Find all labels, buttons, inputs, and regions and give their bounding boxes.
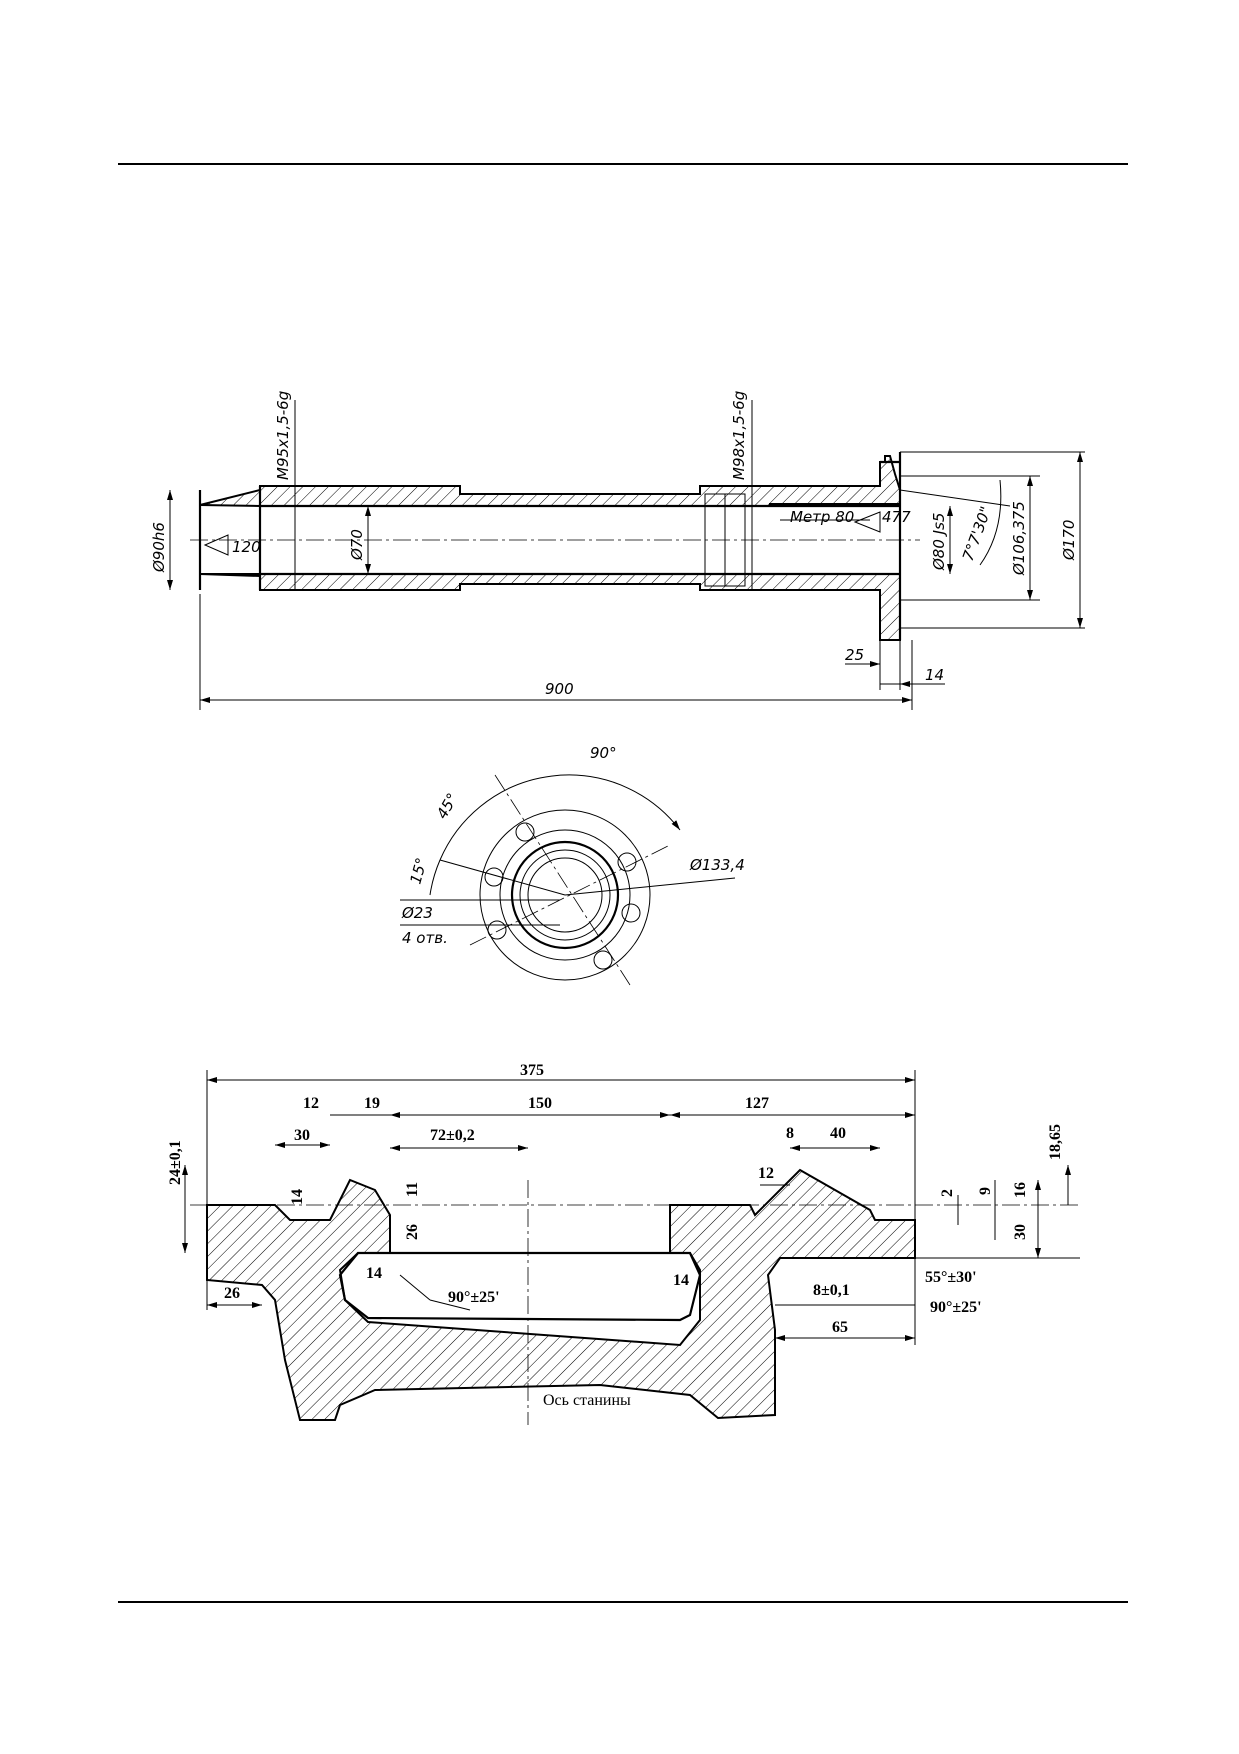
bed-section-drawing: 375 12 19 150 127 30 72±0,2 8 40 24±0,1 … [167, 1062, 1080, 1425]
dim-8b: 8±0,1 [813, 1282, 850, 1299]
top-rule [118, 163, 1128, 165]
spindle-upper-wall [199, 455, 901, 507]
dia-170-label: Ø170 [1060, 520, 1078, 561]
dim-72: 72±0,2 [430, 1127, 475, 1144]
thread-left-label: M95x1,5-6g [274, 391, 292, 480]
dim-12a: 12 [303, 1095, 319, 1112]
bed-section-body [206, 1168, 916, 1421]
bottom-rule [118, 1601, 1128, 1603]
dim-375: 375 [520, 1062, 544, 1079]
dim-30b: 30 [1012, 1224, 1029, 1240]
taper-right-label: Метр 80 [790, 508, 854, 526]
dia-80-label: Ø80 Js5 [930, 513, 948, 571]
spindle-lower-wall [199, 573, 901, 641]
angle-90a: 90°±25' [448, 1289, 500, 1306]
dim-14a: 14 [289, 1189, 306, 1205]
dim-14-label: 14 [925, 666, 944, 684]
taper-left-label: 120 [232, 538, 261, 556]
dim-8: 8 [786, 1125, 794, 1142]
dim-65: 65 [832, 1319, 848, 1336]
dim-9: 9 [977, 1187, 994, 1195]
angle-90b: 90°±25' [930, 1299, 982, 1316]
dim-26b: 26 [224, 1285, 240, 1302]
angle-15-label: 15° [406, 856, 430, 886]
dia-106-label: Ø106,375 [1010, 501, 1028, 576]
thread-right-label: M98x1,5-6g [730, 391, 748, 480]
dim-26a: 26 [404, 1224, 421, 1240]
taper-right-number: 477 [882, 508, 911, 526]
angle-90-label: 90° [590, 744, 617, 762]
spindle-section-drawing: M95x1,5-6g M98x1,5-6g Ø90h6 120 Ø70 Метр… [150, 391, 1085, 710]
angle-45-label: 45° [433, 790, 462, 822]
dim-12b: 12 [758, 1165, 774, 1182]
dia-bore-label: Ø70 [348, 529, 366, 561]
dia-23-label: Ø23 [401, 904, 433, 922]
angle-label: 7°7'30" [959, 504, 995, 563]
dim-19: 19 [364, 1095, 380, 1112]
holes-label: 4 отв. [402, 929, 448, 947]
dim-16: 16 [1012, 1182, 1029, 1198]
dia-133-label: Ø133,4 [689, 856, 745, 874]
dia-outer-label: Ø90h6 [150, 522, 168, 573]
dim-14c: 14 [673, 1272, 689, 1289]
dim-25-label: 25 [845, 646, 864, 664]
dim-40: 40 [830, 1125, 846, 1142]
dim-30: 30 [294, 1127, 310, 1144]
dim-18-65: 18,65 [1047, 1124, 1064, 1160]
dim-14b: 14 [366, 1265, 382, 1282]
angle-55: 55°±30' [925, 1269, 977, 1286]
dim-11: 11 [404, 1182, 421, 1197]
dim-127: 127 [745, 1095, 769, 1112]
dim-24: 24±0,1 [167, 1140, 184, 1185]
dim-150: 150 [528, 1095, 552, 1112]
dim-900-label: 900 [545, 680, 574, 698]
flange-end-view: 90° 45° 15° Ø133,4 Ø23 4 отв. [400, 744, 745, 986]
dim-2: 2 [939, 1189, 956, 1197]
bed-axis-label: Ось станины [543, 1392, 631, 1409]
